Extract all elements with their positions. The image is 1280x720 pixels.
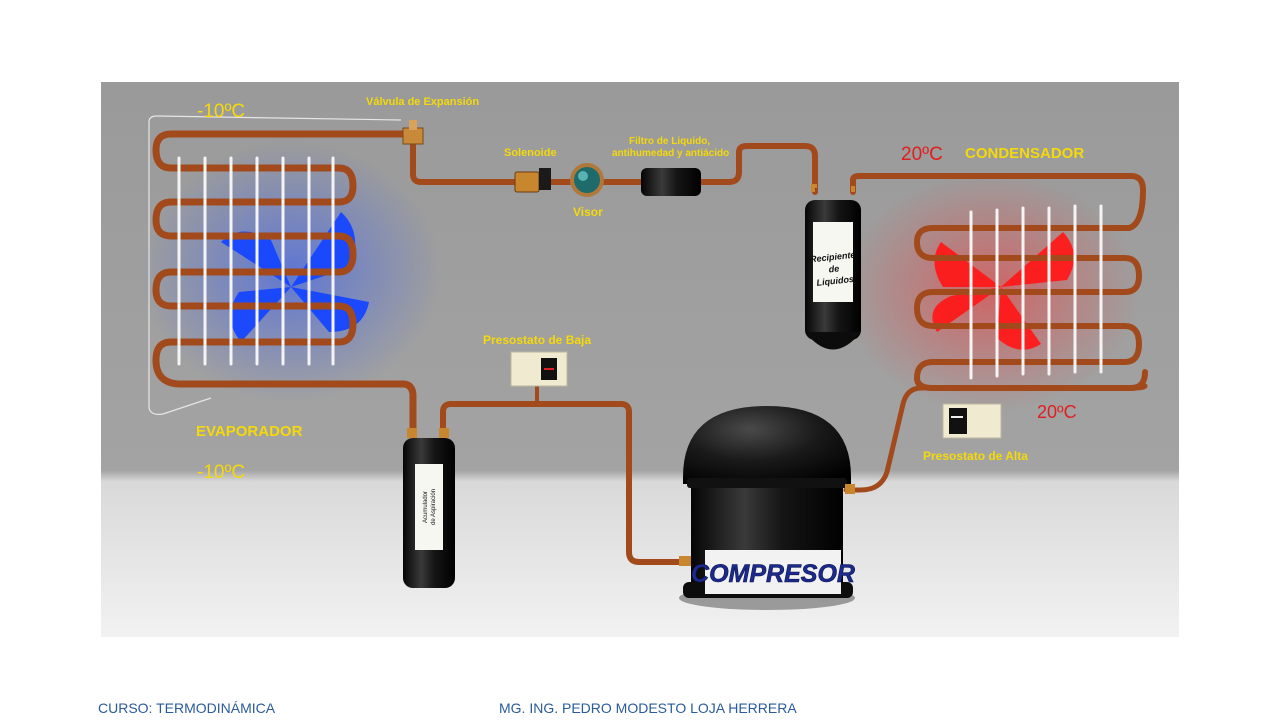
footer-course: CURSO: TERMODINÁMICA — [98, 700, 276, 716]
compressor-label: COMPRESOR — [691, 560, 855, 588]
expansion-valve-label: Válvula de Expansión — [366, 96, 479, 108]
receiver-label-line1: Recipiente — [810, 250, 856, 265]
liquid-receiver — [805, 184, 861, 350]
expansion-valve — [402, 120, 424, 145]
high-pressure-switch-label: Presostato de Alta — [923, 449, 1028, 463]
evaporator-temp-top: -10ºC — [197, 101, 245, 122]
condenser-label: CONDENSADOR — [965, 145, 1084, 162]
receiver-label-line3: Liquidos — [816, 274, 854, 288]
solenoid-label: Solenoide — [504, 147, 557, 159]
low-pressure-switch — [510, 351, 568, 387]
high-pressure-switch — [942, 403, 1002, 439]
filter-label-line2: antihumedad y antiácido — [612, 148, 729, 159]
suction-accumulator — [403, 428, 455, 588]
refrigeration-cycle-diagram: -10ºC Válvula de Expansión Solenoide Vis… — [101, 82, 1179, 637]
footer-author: MG. ING. PEDRO MODESTO LOJA HERRERA — [499, 700, 797, 716]
condenser — [841, 172, 1148, 493]
filter-label-line1: Filtro de Liquido, — [629, 136, 710, 147]
receiver-label-line2: de — [828, 263, 840, 274]
accumulator-label-line1: Acumulador — [423, 491, 429, 523]
low-pressure-switch-label: Presostato de Baja — [483, 333, 591, 347]
accumulator-label-line2: de Aspiración — [431, 489, 437, 525]
condenser-temp-right: 20ºC — [1037, 402, 1077, 422]
evaporator-temp-bottom: -10ºC — [197, 462, 245, 483]
evaporator-label: EVAPORADOR — [196, 423, 303, 440]
sight-glass-label: Visor — [573, 205, 603, 219]
filter-drier — [641, 168, 701, 196]
evaporator — [141, 115, 441, 436]
compressor — [679, 406, 855, 610]
condenser-temp-top: 20ºC — [901, 144, 943, 165]
sight-glass — [570, 163, 604, 197]
liquid-line — [410, 135, 818, 195]
condenser-coil — [850, 173, 1148, 391]
evaporator-coil — [152, 130, 417, 436]
solenoid-valve — [514, 168, 551, 193]
